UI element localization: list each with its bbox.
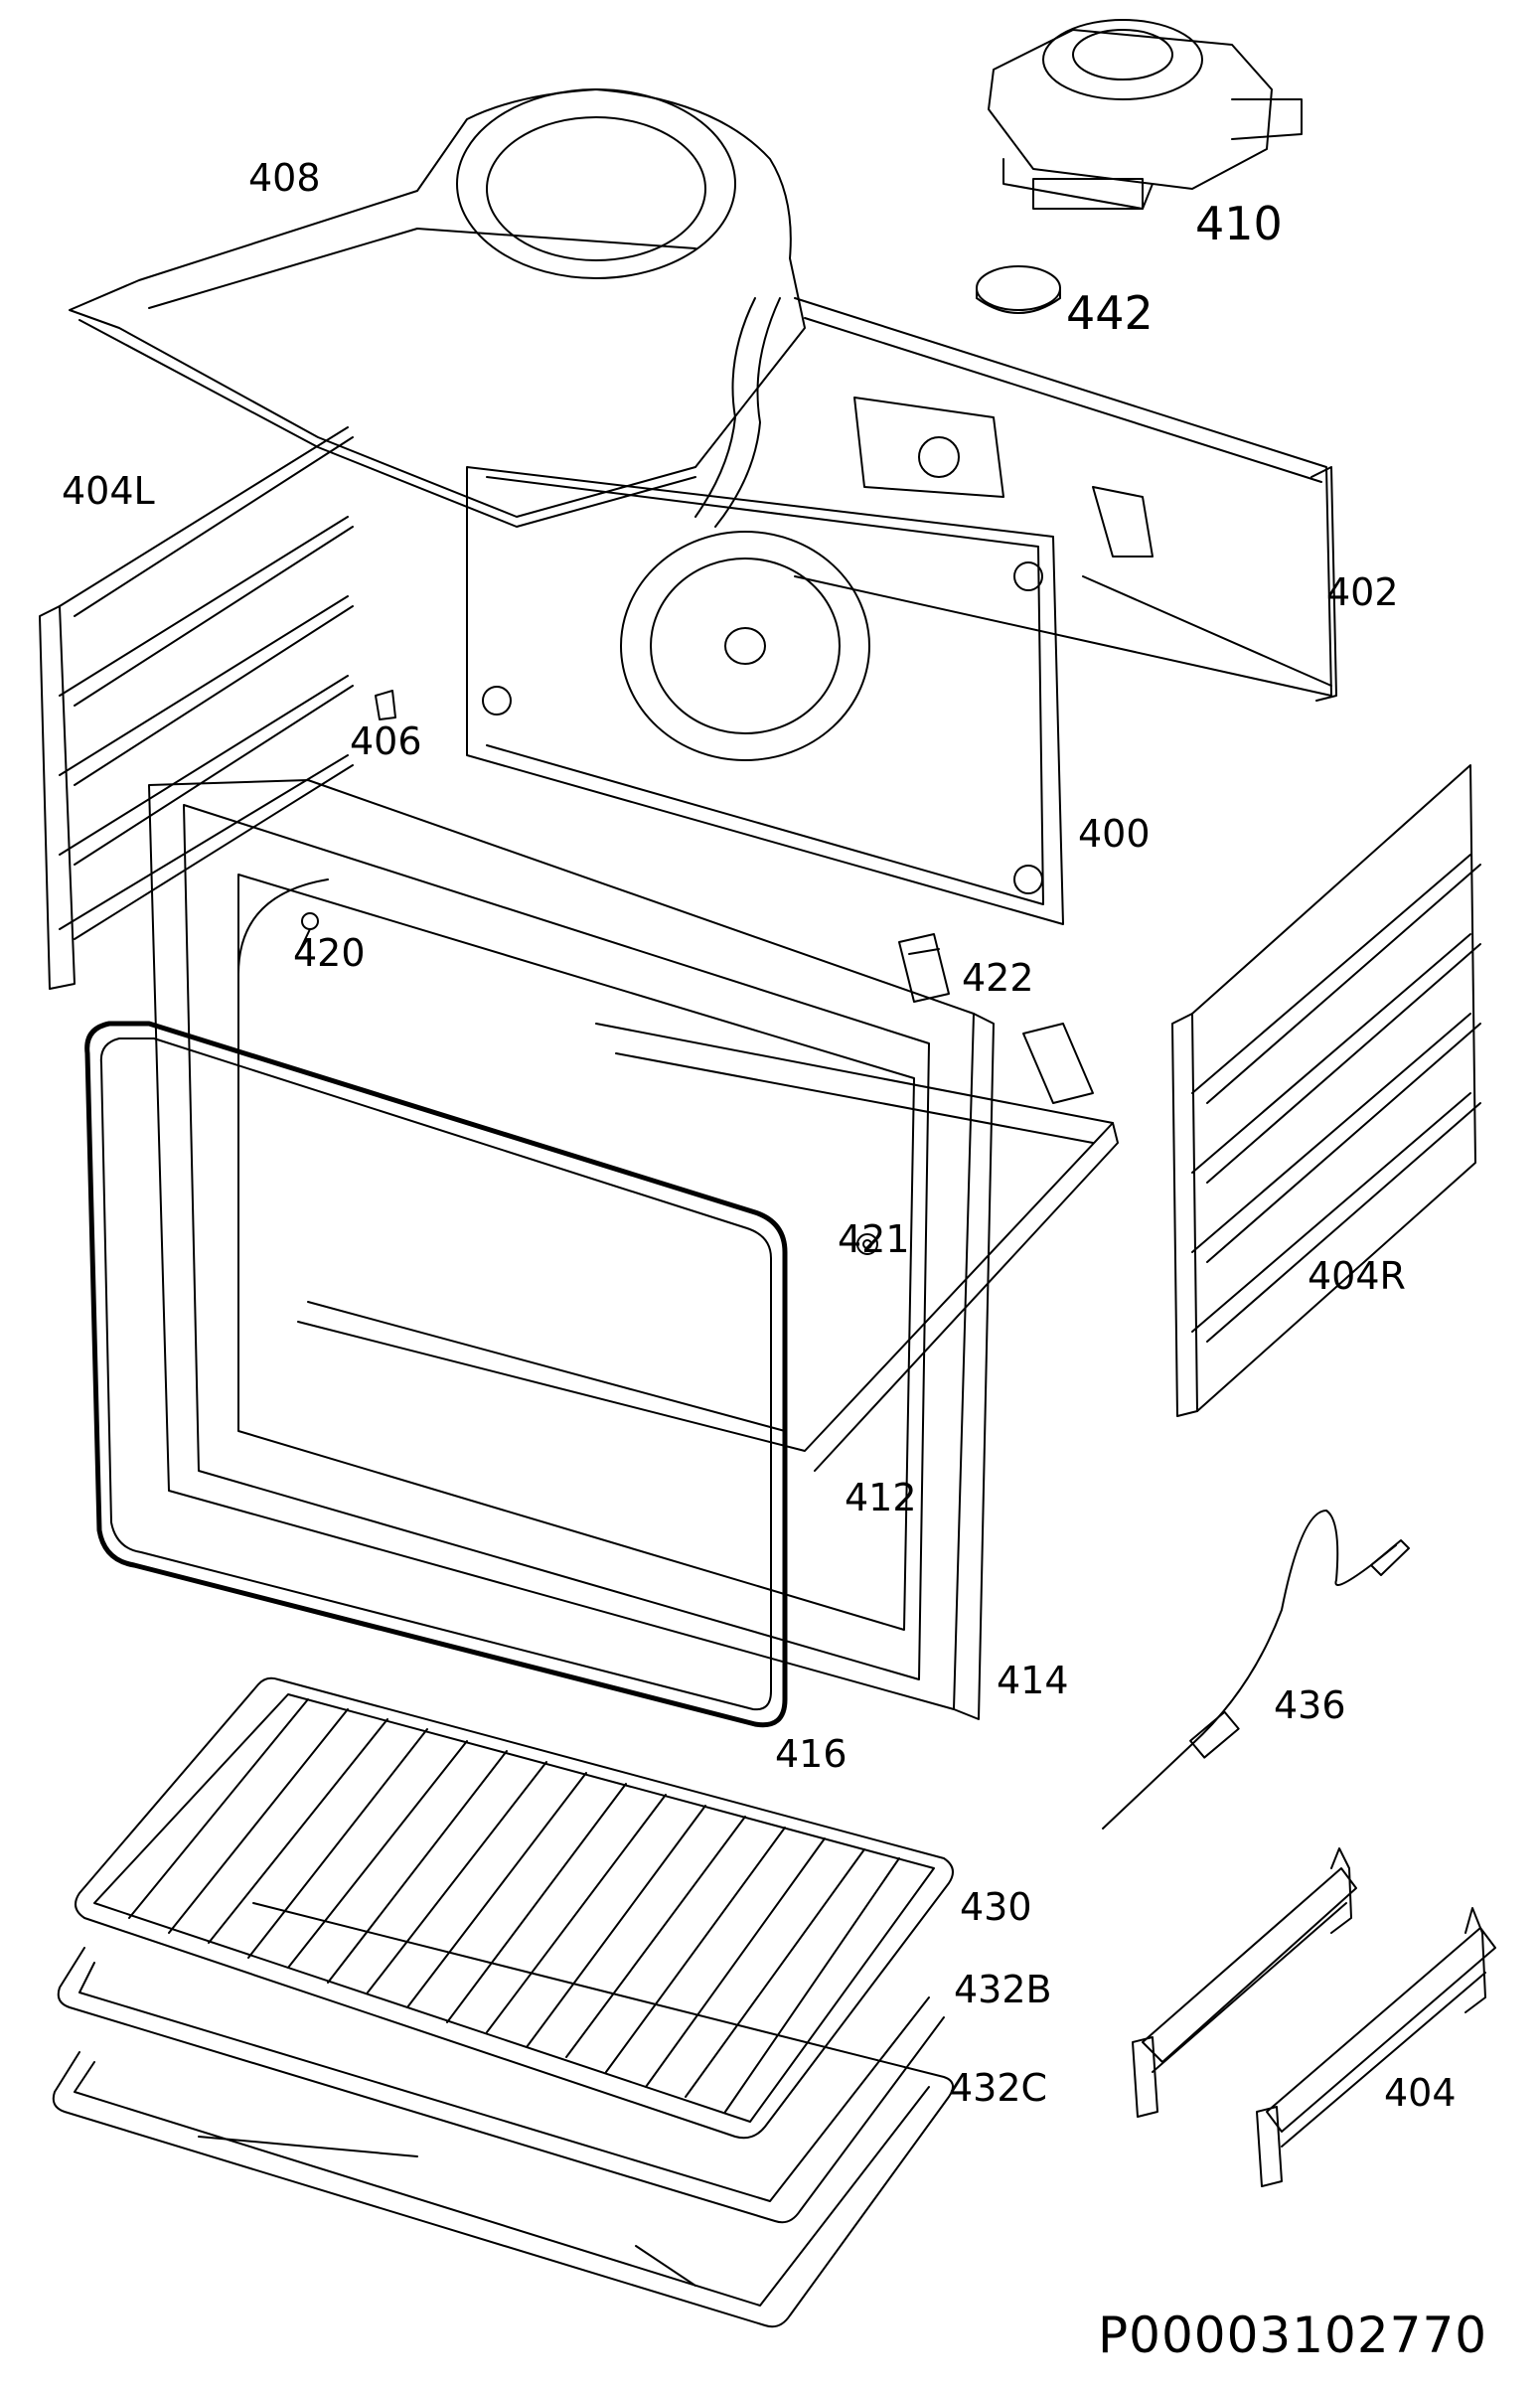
part-408-fan-duct bbox=[70, 89, 805, 527]
label-420: 420 bbox=[293, 931, 366, 975]
part-404L-left-rack bbox=[40, 427, 353, 989]
label-421: 421 bbox=[838, 1217, 910, 1261]
label-416: 416 bbox=[775, 1732, 847, 1776]
label-402: 402 bbox=[1326, 570, 1399, 614]
reference-code: P00003102770 bbox=[1098, 2307, 1488, 2364]
part-400-rear-panel bbox=[467, 398, 1063, 924]
label-436: 436 bbox=[1274, 1683, 1346, 1727]
part-442-disc bbox=[977, 266, 1060, 313]
part-430-wire-grill bbox=[76, 1678, 953, 2138]
part-410-fan-motor bbox=[989, 20, 1302, 209]
part-432B-tray bbox=[59, 1948, 944, 2222]
label-432B: 432B bbox=[954, 1968, 1052, 2011]
part-422-lamp-holder bbox=[899, 934, 949, 1002]
label-406: 406 bbox=[350, 719, 422, 763]
label-404R: 404R bbox=[1308, 1254, 1406, 1298]
part-404R-right-rack bbox=[1172, 765, 1480, 1416]
part-432C-tray bbox=[54, 1903, 953, 2326]
part-420-screw bbox=[298, 913, 318, 954]
label-404L: 404L bbox=[62, 469, 155, 513]
part-404-telescopic-runners bbox=[1133, 1848, 1495, 2186]
label-400: 400 bbox=[1078, 812, 1151, 856]
label-430: 430 bbox=[960, 1885, 1032, 1929]
label-404: 404 bbox=[1384, 2071, 1457, 2115]
label-408: 408 bbox=[248, 156, 321, 200]
part-406-clip bbox=[376, 691, 395, 719]
label-412: 412 bbox=[845, 1476, 917, 1519]
part-436-meat-probe bbox=[1103, 1511, 1409, 1829]
label-422: 422 bbox=[962, 956, 1034, 1000]
part-416-door-seal bbox=[87, 1024, 785, 1725]
part-402-rear-strip bbox=[795, 298, 1336, 701]
label-410: 410 bbox=[1195, 197, 1283, 250]
label-414: 414 bbox=[997, 1659, 1069, 1702]
part-412-inner-rails bbox=[298, 1024, 1118, 1471]
part-414-cavity-frame bbox=[149, 780, 994, 1719]
label-442: 442 bbox=[1066, 286, 1154, 340]
part-421-screw bbox=[857, 1234, 877, 1254]
label-432C: 432C bbox=[949, 2066, 1048, 2110]
